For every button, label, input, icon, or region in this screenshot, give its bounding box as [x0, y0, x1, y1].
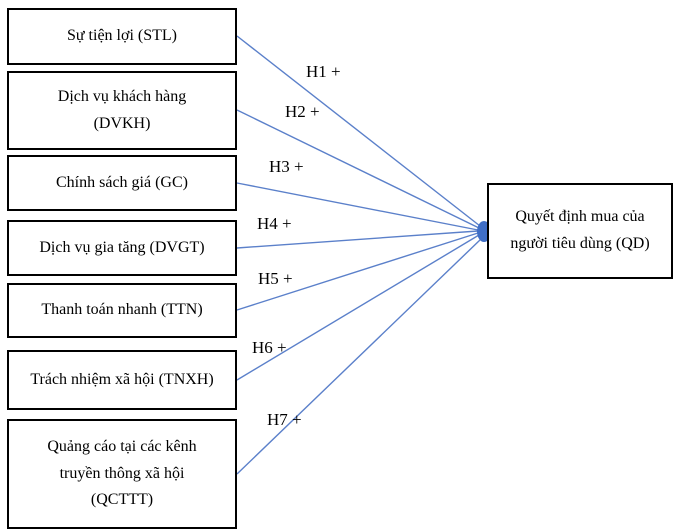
factor-box-tnxh: Trách nhiệm xã hội (TNXH) [7, 350, 237, 410]
hypothesis-label-h5: H5 + [258, 269, 293, 288]
outcome-box-qd: Quyết định mua của người tiêu dùng (QD) [487, 183, 673, 279]
factor-label: Chính sách giá (GC) [56, 173, 188, 191]
factor-box-qcttt: Quảng cáo tại các kênh truyền thông xã h… [7, 419, 237, 529]
connector-line-h1 [236, 35, 481, 227]
factor-label: (QCTTT) [90, 491, 154, 509]
hypothesis-label-h6: H6 + [252, 338, 287, 357]
factor-box-stl: Sự tiện lợi (STL) [7, 8, 237, 65]
hypothesis-label-h2: H2 + [285, 102, 320, 121]
hypothesis-label-h1: H1 + [306, 62, 341, 81]
outcome-label: người tiêu dùng (QD) [510, 235, 650, 252]
factor-label: Trách nhiệm xã hội (TNXH) [30, 370, 214, 388]
factor-box-gc: Chính sách giá (GC) [7, 155, 237, 211]
factor-label: Quảng cáo tại các kênh [47, 437, 197, 455]
factor-label: Dịch vụ khách hàng [57, 87, 187, 105]
connector-line-h6 [236, 234, 480, 381]
hypothesis-label-h7: H7 + [267, 410, 302, 429]
outcome-label: Quyết định mua của [515, 208, 645, 226]
factor-box-dvkh: Dịch vụ khách hàng (DVKH) [7, 71, 237, 150]
factor-label: Dịch vụ gia tăng (DVGT) [39, 238, 205, 256]
factor-label: (DVKH) [93, 114, 151, 132]
hypothesis-label-h3: H3 + [269, 157, 304, 176]
factor-label: Thanh toán nhanh (TTN) [41, 301, 203, 319]
factor-box-dvgt: Dịch vụ gia tăng (DVGT) [7, 220, 237, 276]
factor-label: truyền thông xã hội [59, 464, 185, 482]
hypothesis-label-h4: H4 + [257, 214, 292, 233]
factor-box-ttn: Thanh toán nhanh (TTN) [7, 283, 237, 338]
factor-label: Sự tiện lợi (STL) [66, 27, 177, 45]
